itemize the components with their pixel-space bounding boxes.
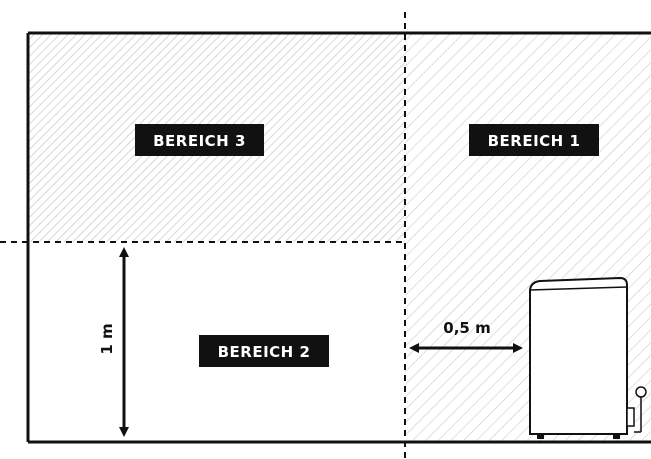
zone-2-label: BEREICH 2 — [199, 335, 329, 367]
zone-1-label-text: BEREICH 1 — [488, 132, 581, 150]
distance-dimension-label: 0,5 m — [443, 319, 490, 337]
zone-3-label-text: BEREICH 3 — [153, 132, 246, 150]
sensor-icon — [626, 386, 647, 433]
height-dimension-label: 1 m — [98, 323, 116, 354]
zone-1-label: BEREICH 1 — [469, 124, 599, 156]
zone-3-label: BEREICH 3 — [135, 124, 264, 156]
zone-2-label-text: BEREICH 2 — [218, 343, 311, 361]
sauna-heater-icon — [529, 276, 628, 439]
